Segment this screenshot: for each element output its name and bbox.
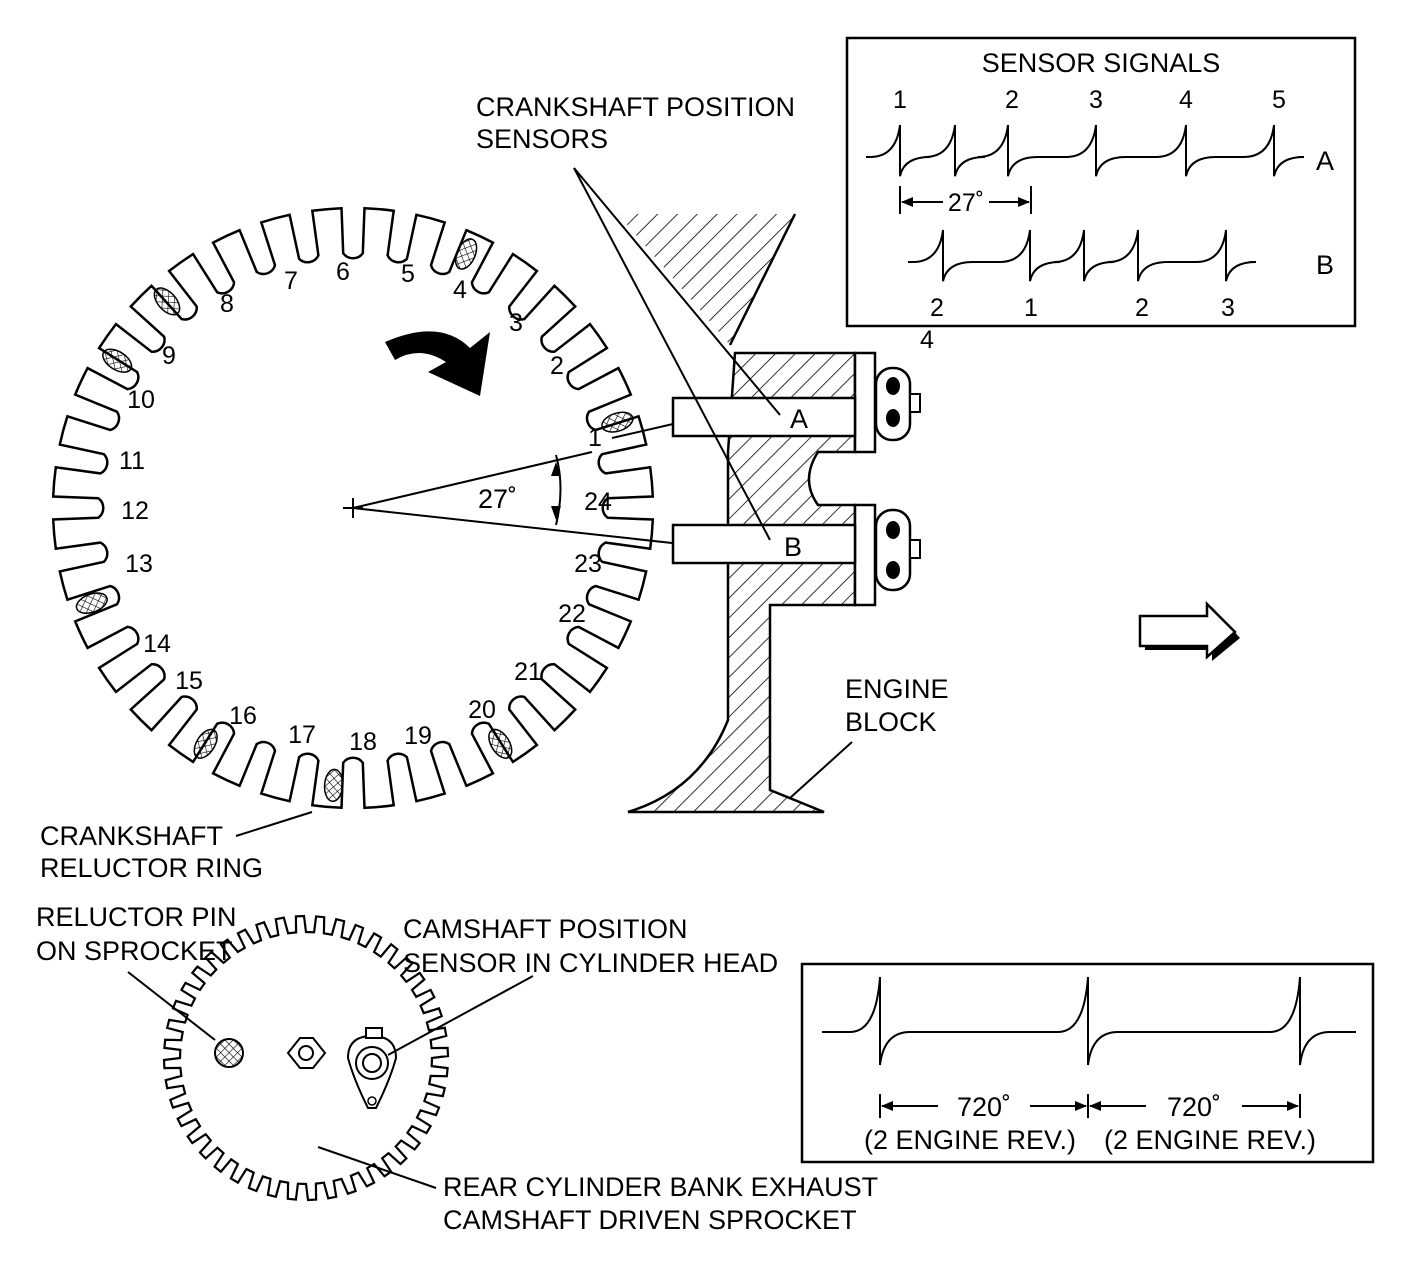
engine-block-line1: ENGINE [845, 674, 949, 704]
tooth-number: 15 [175, 667, 203, 695]
signal-b-label: B [1316, 250, 1334, 280]
signal-a-number: 4 [1179, 86, 1193, 114]
tooth-number: 1 [588, 424, 602, 452]
pin-label-line2: ON SPROCKET [36, 936, 233, 966]
right-arrow-icon [1138, 600, 1240, 661]
span2-note: (2 ENGINE REV.) [1104, 1125, 1316, 1155]
engine-block [618, 213, 877, 814]
tooth-number: 19 [404, 722, 432, 750]
cmp-label-leader [387, 975, 534, 1056]
tooth-number: 6 [336, 258, 350, 286]
tooth-number: 8 [220, 290, 234, 318]
ring-marked-slot [193, 728, 218, 759]
signal-b-extra: 4 [920, 326, 934, 354]
sensor-signals-panel: SENSOR SIGNALS 1 2 3 4 5 2 1 2 3 4 A B 27˚ [845, 36, 1357, 354]
angle-label: 27˚ [478, 484, 517, 514]
ring-label-leader [235, 811, 313, 837]
ring-marked-slot [153, 287, 181, 316]
signal-span-label: 27˚ [948, 189, 984, 217]
signal-b-number: 2 [930, 294, 944, 322]
ring-marked-slot [102, 348, 133, 373]
sprocket-label-line1: REAR CYLINDER BANK EXHAUST [443, 1172, 878, 1202]
sensor-a-label: A [790, 404, 808, 434]
engine-block-line2: BLOCK [845, 707, 937, 737]
tooth-number: 17 [288, 721, 316, 749]
tooth-number: 14 [143, 630, 171, 658]
sensor-a: A [611, 366, 921, 442]
tooth-number: 20 [468, 696, 496, 724]
engine-block-leader [789, 741, 853, 799]
signal-a-number: 1 [893, 86, 907, 114]
cmp-label-line1: CAMSHAFT POSITION [403, 914, 688, 944]
tooth-number: 13 [125, 550, 153, 578]
tooth-number: 12 [121, 497, 149, 525]
tooth-number: 7 [284, 267, 298, 295]
span1-note: (2 ENGINE REV.) [864, 1125, 1076, 1155]
signal-a-trace [866, 124, 1305, 177]
tooth-number: 24 [584, 488, 612, 516]
signal-a-number: 2 [1005, 86, 1019, 114]
ring-marked-slot [323, 768, 344, 803]
ring-marked-slot [75, 592, 108, 614]
camshaft-signal-trace [822, 976, 1356, 1066]
angle-line-a [352, 451, 593, 509]
signal-b-number: 1 [1024, 294, 1038, 322]
sprocket-label-leader [317, 1146, 437, 1189]
tooth-number: 5 [401, 260, 415, 288]
curved-arrow-icon [385, 331, 490, 396]
tooth-number: 21 [514, 658, 542, 686]
sensor-signals-title: SENSOR SIGNALS [982, 48, 1221, 78]
tooth-number: 16 [229, 702, 257, 730]
camshaft-sprocket [162, 914, 450, 1202]
signal-b-number: 3 [1221, 294, 1235, 322]
pin-label-leader [127, 971, 216, 1041]
tooth-number: 2 [550, 352, 564, 380]
signal-a-number: 3 [1089, 86, 1103, 114]
sensor-b-label: B [784, 532, 802, 562]
signal-a-label: A [1316, 146, 1334, 176]
ring-label-line2: RELUCTOR RING [40, 853, 263, 883]
tooth-number: 3 [509, 309, 523, 337]
tooth-number: 18 [349, 728, 377, 756]
ckp-leader-a [573, 167, 781, 416]
ring-marked-slot [454, 238, 478, 270]
tooth-number: 23 [574, 550, 602, 578]
sprocket-label-line2: CAMSHAFT DRIVEN SPROCKET [443, 1205, 857, 1235]
angle-line-b [352, 507, 673, 544]
sensor-b: B [671, 508, 921, 592]
cmp-label-line2: SENSOR IN CYLINDER HEAD [403, 948, 778, 978]
ckp-title-line1: CRANKSHAFT POSITION [476, 92, 795, 122]
camshaft-signal-panel: 720˚ 720˚ (2 ENGINE REV.) (2 ENGINE REV.… [800, 962, 1375, 1164]
ckp-title-line2: SENSORS [476, 124, 608, 154]
signal-b-number: 2 [1135, 294, 1149, 322]
span2-degrees: 720˚ [1167, 1092, 1221, 1122]
camshaft-sensor-icon [346, 1027, 398, 1109]
ring-marked-slot [601, 411, 634, 433]
tooth-number: 9 [162, 342, 176, 370]
reluctor-pin [214, 1038, 244, 1068]
tooth-number: 4 [453, 276, 467, 304]
ckp-leader-b [573, 167, 771, 541]
span1-degrees: 720˚ [957, 1092, 1011, 1122]
ring-label-line1: CRANKSHAFT [40, 821, 223, 851]
tooth-number: 11 [119, 447, 145, 475]
ring-marked-slot [488, 728, 513, 759]
pin-label-line1: RELUCTOR PIN [36, 902, 237, 932]
signal-a-number: 5 [1272, 86, 1286, 114]
signal-b-trace [908, 229, 1257, 282]
tooth-number: 10 [127, 386, 155, 414]
tooth-number: 22 [558, 600, 586, 628]
